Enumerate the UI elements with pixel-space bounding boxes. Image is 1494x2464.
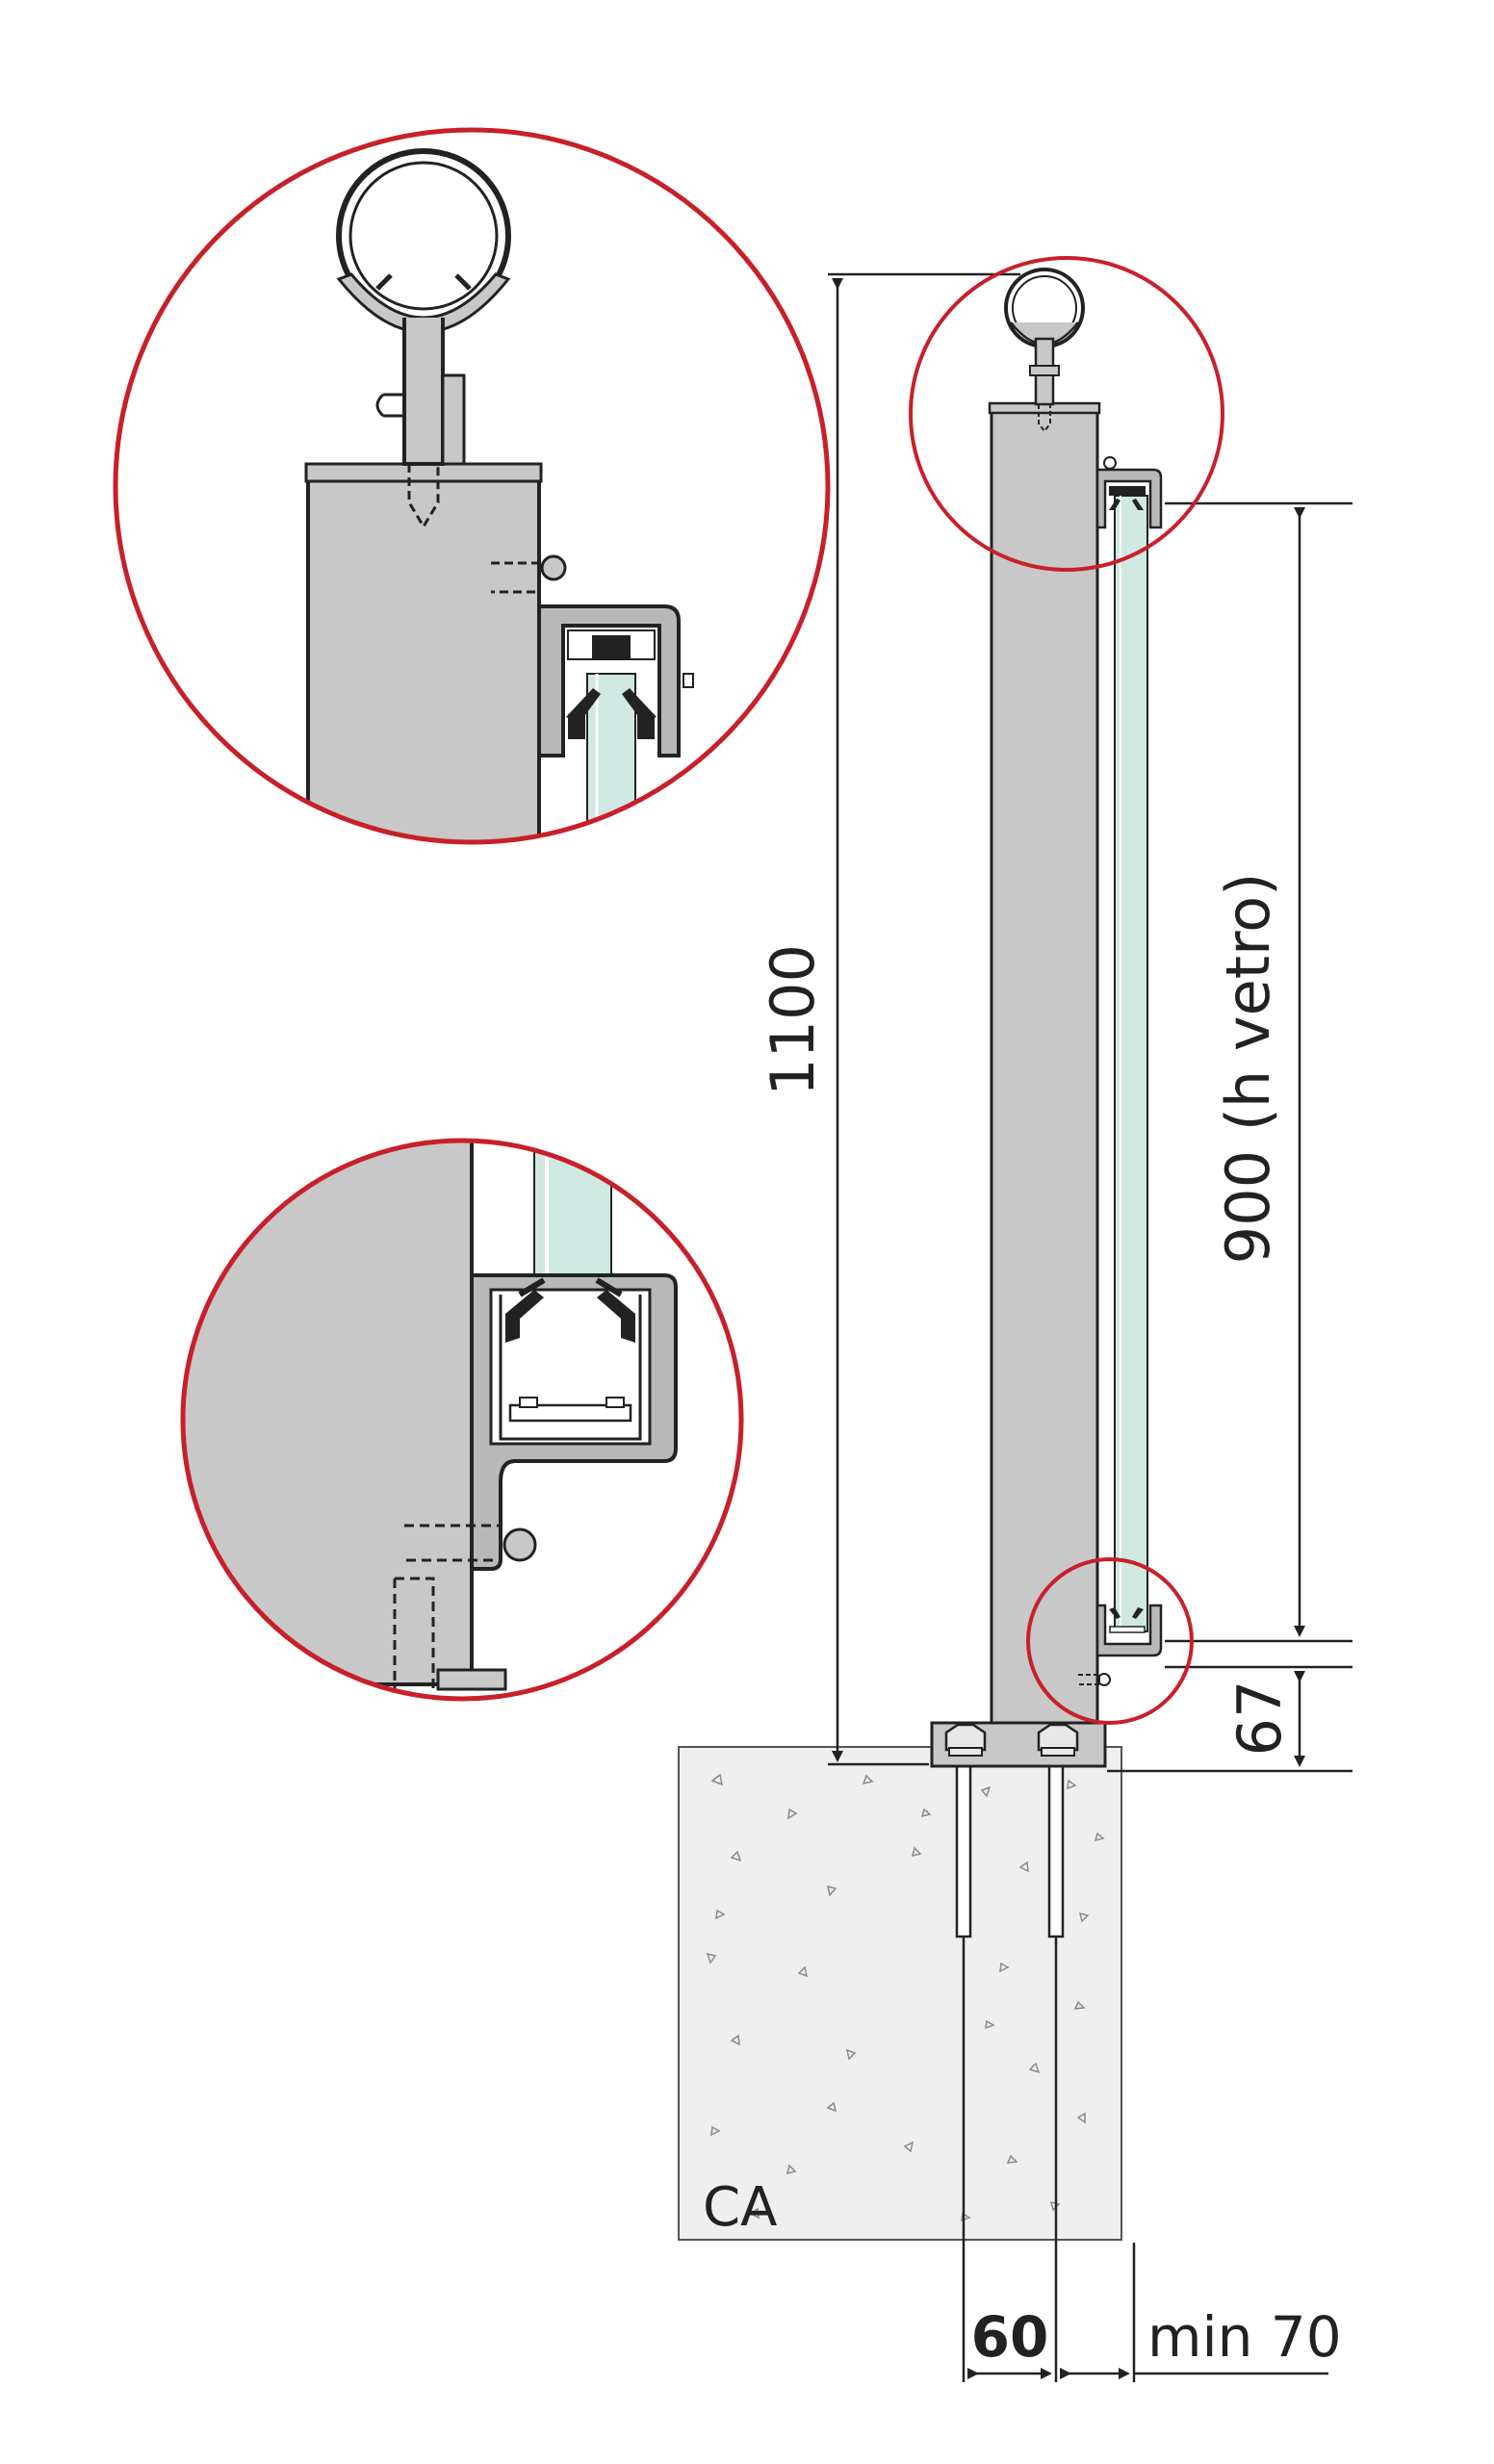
glass-panel xyxy=(1114,495,1148,1632)
anchor-bolts xyxy=(955,1742,1065,1938)
detail-marker-bottom xyxy=(1026,1557,1194,1725)
anchor-bolt-left xyxy=(955,1742,972,1938)
detail-marker-top xyxy=(909,256,1224,572)
concrete-block: CA xyxy=(678,1746,1122,2241)
dim-anchor-spacing-label: 60 xyxy=(971,2304,1049,2370)
concrete-label: CA xyxy=(703,2176,777,2239)
detail-top-enlargement xyxy=(113,127,831,845)
glass-clamp-top xyxy=(1095,456,1163,529)
base-plate xyxy=(930,1721,1107,1768)
dim-glass-height-label: 900 (h vetro) xyxy=(1213,873,1283,1265)
concrete-aggregate-texture xyxy=(706,1773,1105,2222)
bolt-nut-right xyxy=(1037,1723,1079,1757)
detail-bottom-enlargement xyxy=(180,1138,744,1702)
bolt-nut-left xyxy=(944,1723,987,1757)
dim-edge-distance-label: min 70 xyxy=(1147,2304,1342,2370)
dimension-lines xyxy=(828,272,1352,2382)
dim-base-offset-label: 67 xyxy=(1224,1681,1295,1757)
post xyxy=(988,401,1101,1725)
glass-clamp-bottom xyxy=(1078,1604,1163,1686)
handrail xyxy=(1004,268,1085,433)
anchor-bolt-right xyxy=(1047,1742,1065,1938)
dim-total-height-label: 1100 xyxy=(758,944,828,1096)
